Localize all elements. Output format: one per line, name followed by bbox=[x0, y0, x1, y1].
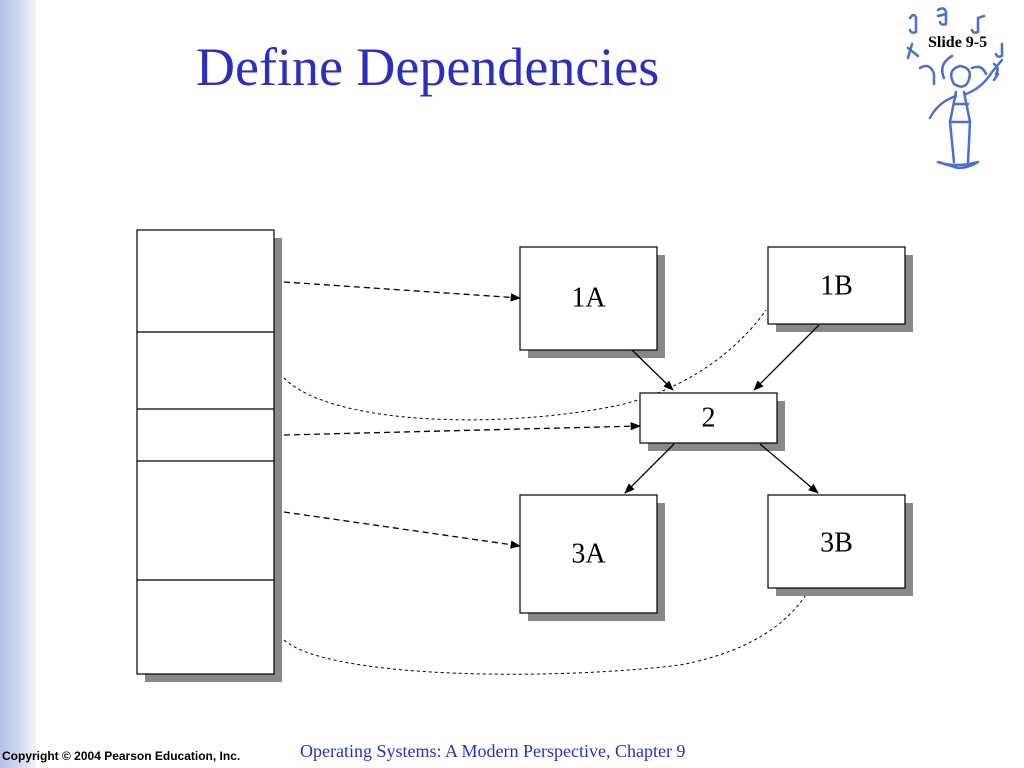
node-label-3A: 3A bbox=[571, 538, 606, 569]
footer-text: Operating Systems: A Modern Perspective,… bbox=[300, 741, 686, 761]
copyright-notice: Copyright © 2004 Pearson Education, Inc. bbox=[2, 749, 241, 763]
program-segments bbox=[136, 229, 282, 682]
segment-link-3B bbox=[283, 587, 811, 675]
node-box bbox=[639, 392, 778, 444]
node-box bbox=[519, 494, 658, 614]
node-3A: 3A bbox=[519, 494, 665, 621]
music-conductor-icon bbox=[898, 4, 1024, 179]
node-2: 2 bbox=[639, 392, 785, 451]
edge-2-to-3B bbox=[759, 443, 819, 494]
segment-link-2 bbox=[283, 422, 642, 436]
node-1B: 1B bbox=[767, 246, 913, 332]
edge-2-to-3A bbox=[624, 443, 675, 494]
node-box bbox=[767, 494, 906, 589]
slide-title: Define Dependencies bbox=[196, 37, 660, 97]
node-box bbox=[519, 246, 658, 351]
node-label-3B: 3B bbox=[820, 527, 853, 558]
slide-sidebar-gradient bbox=[0, 0, 36, 768]
edge-1A-to-2 bbox=[631, 349, 674, 391]
node-label-1B: 1B bbox=[820, 270, 853, 301]
segment-link-3A bbox=[283, 511, 522, 549]
node-label-2: 2 bbox=[702, 402, 716, 433]
node-1A: 1A bbox=[519, 246, 665, 358]
edge-1B-to-2 bbox=[753, 324, 820, 391]
segment-link-1A bbox=[283, 281, 522, 302]
slide-number: Slide 9-5 bbox=[928, 34, 988, 51]
node-box bbox=[767, 246, 906, 325]
node-label-1A: 1A bbox=[571, 282, 606, 313]
segments-box bbox=[136, 229, 275, 675]
node-3B: 3B bbox=[767, 494, 913, 596]
